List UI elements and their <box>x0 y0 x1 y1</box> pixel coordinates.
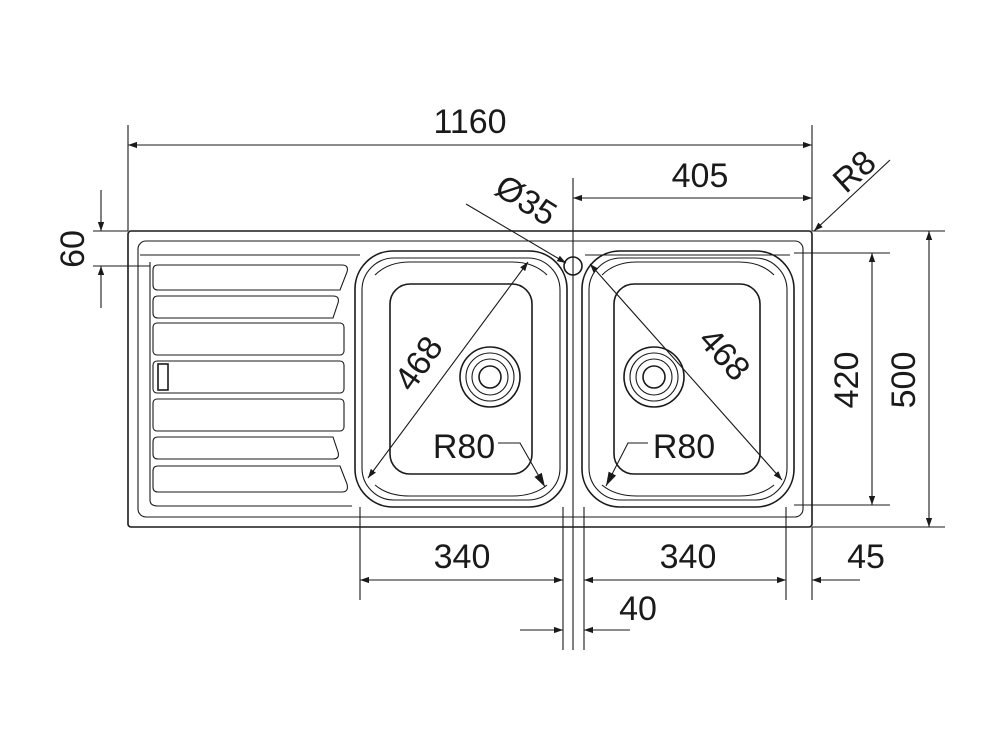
label-bowl-radius-left: R80 <box>433 428 495 466</box>
sink-outline <box>127 230 813 528</box>
label-bowl-length-left: 340 <box>434 538 491 576</box>
label-overall-length: 1160 <box>433 103 506 141</box>
label-diagonal-left: 468 <box>387 330 451 398</box>
leader-r80-right <box>605 442 648 487</box>
dimension-lines <box>97 141 933 634</box>
label-bowl-width: 420 <box>828 352 866 409</box>
label-bowl-gap: 40 <box>619 590 657 628</box>
label-bowl-length-right: 340 <box>660 538 717 576</box>
drainer-grooves <box>149 262 352 507</box>
label-top-margin: 60 <box>54 230 92 268</box>
label-overall-width: 500 <box>885 352 923 409</box>
label-bowl-radius-right: R80 <box>653 428 715 466</box>
leader-diameter <box>465 203 567 264</box>
left-bowl <box>354 250 568 508</box>
leader-r80-left <box>498 442 546 488</box>
leader-r8 <box>813 159 891 232</box>
label-right-offset: 405 <box>672 157 729 195</box>
label-diagonal-right: 468 <box>691 321 757 389</box>
dim-line-diag-left <box>367 261 529 479</box>
right-bowl <box>581 250 795 508</box>
extension-lines <box>93 125 945 650</box>
label-right-margin: 45 <box>847 538 885 576</box>
label-corner-radius: R8 <box>826 143 884 200</box>
dim-line-diag-right <box>589 263 783 481</box>
